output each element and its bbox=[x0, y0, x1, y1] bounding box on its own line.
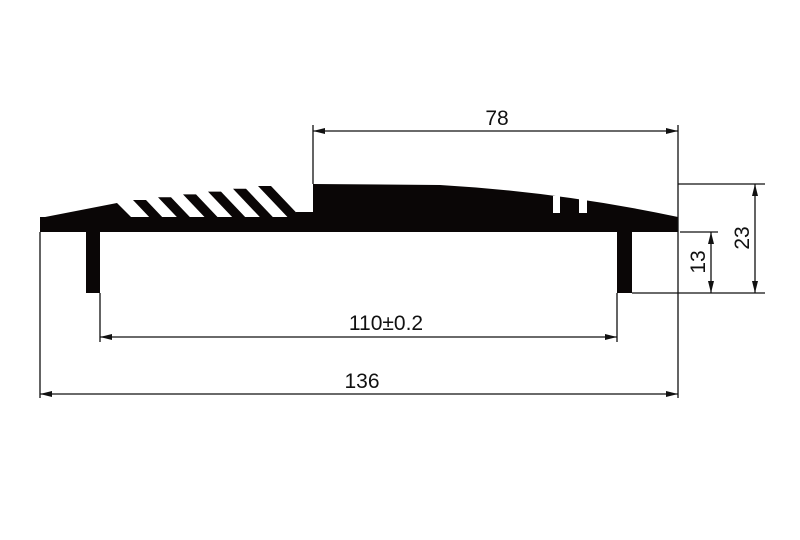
raised-block bbox=[313, 184, 678, 232]
fin bbox=[258, 186, 301, 217]
fin bbox=[233, 188, 273, 217]
fin bbox=[183, 194, 218, 217]
fin bbox=[208, 191, 246, 217]
fins bbox=[133, 186, 301, 217]
slot-1 bbox=[553, 196, 560, 213]
dim-label-110: 110±0.2 bbox=[349, 312, 423, 335]
right-leg bbox=[617, 232, 632, 293]
dim-label-23: 23 bbox=[731, 226, 754, 249]
left-slope bbox=[40, 203, 131, 218]
left-leg bbox=[86, 232, 100, 293]
dim-label-78: 78 bbox=[485, 107, 508, 130]
dim-label-136: 136 bbox=[344, 370, 379, 393]
fin bbox=[158, 197, 190, 217]
heatsink-profile bbox=[40, 184, 678, 293]
fin bbox=[133, 200, 163, 217]
slot-2 bbox=[579, 198, 587, 213]
dim-label-13: 13 bbox=[687, 250, 710, 273]
fin-shelf bbox=[296, 212, 313, 218]
